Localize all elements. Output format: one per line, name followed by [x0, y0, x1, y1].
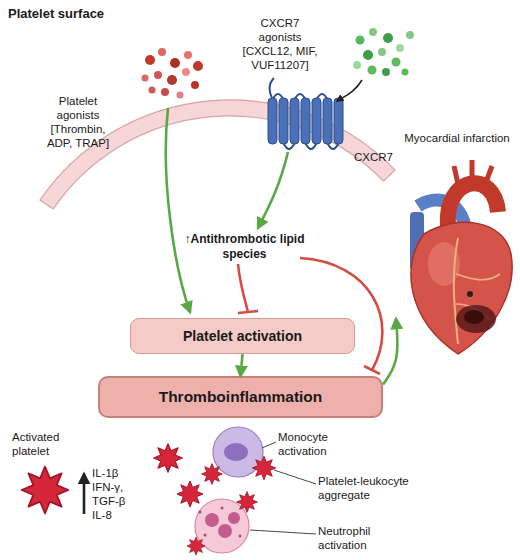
signaling-arrow	[258, 152, 288, 228]
cxcr7-receptor	[268, 78, 343, 149]
cxcr7-agonist-dots	[353, 28, 414, 76]
cell-label: Neutrophil activation	[318, 524, 390, 552]
cytokine-list: IL-1β IFN-γ, TGF-β IL-8	[92, 466, 138, 522]
leader-line	[250, 530, 316, 534]
flow-arrow	[383, 319, 397, 384]
node-label: Myocardial infarction	[396, 132, 518, 144]
inhibition-bar	[364, 366, 380, 374]
illustrated-node: Myocardial infarction	[396, 132, 518, 360]
activation-arrow	[166, 108, 190, 312]
activated-platelet	[202, 464, 223, 485]
process-box: Platelet activation	[130, 318, 355, 354]
inhibition-bar	[238, 311, 258, 313]
cell-label: Monocyte activation	[278, 430, 350, 458]
activated-platelet	[252, 456, 275, 479]
binding-arrow	[337, 80, 362, 101]
activated-platelet	[22, 467, 69, 514]
inhibition-line	[238, 264, 248, 312]
receptor-label: CXCR7	[354, 150, 414, 164]
node-label: Thromboinflammation	[159, 388, 323, 406]
increase-arrow	[83, 474, 86, 514]
activated-platelet	[237, 492, 258, 513]
mediator-label: ↑Antithrombotic lipid species	[182, 232, 307, 261]
node-label: Platelet activation	[183, 328, 302, 344]
cell-label: Activated platelet	[12, 430, 82, 458]
agonist-label: Platelet agonists [Thrombin, ADP, TRAP]	[40, 94, 116, 150]
flow-arrow	[241, 354, 243, 376]
leader-line	[262, 442, 276, 448]
panel-title: Platelet surface	[8, 6, 158, 22]
agonist-label: CXCR7 agonists [CXCL12, MIF, VUF11207]	[238, 16, 322, 72]
activated-platelet	[177, 481, 203, 507]
cell-label: Platelet-leukocyte aggregate	[318, 474, 430, 502]
platelet-agonist-dots	[142, 48, 204, 99]
activated-platelet	[187, 537, 205, 555]
leader-line	[274, 470, 316, 484]
activated-platelet	[154, 444, 183, 473]
process-box: Thromboinflammation	[98, 376, 383, 418]
heart-illustration	[396, 154, 518, 360]
